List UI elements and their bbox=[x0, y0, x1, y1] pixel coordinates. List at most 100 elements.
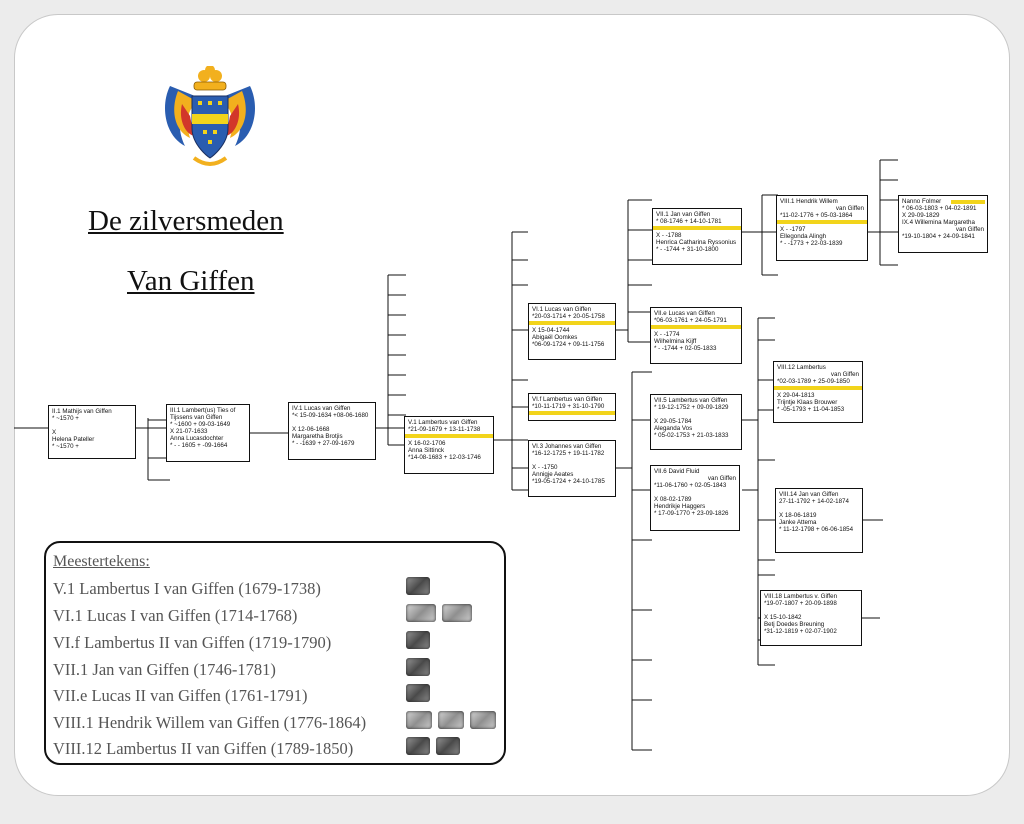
person-line: *06-09-1724 + 09-11-1756 bbox=[532, 341, 605, 348]
person-line: *21-09-1679 + 13-11-1738 bbox=[408, 426, 481, 433]
person-line: *11-02-1776 + 05-03-1864 bbox=[780, 212, 853, 219]
person-line: van Giffen bbox=[835, 205, 864, 212]
person-line bbox=[779, 505, 859, 512]
silver-mark-icon bbox=[406, 737, 430, 755]
person-line: VI.1 Lucas van Giffen bbox=[532, 306, 592, 313]
person-line: X 15-10-1842 bbox=[764, 614, 802, 621]
person-line: * 17-09-1770 + 23-09-1826 bbox=[654, 510, 729, 517]
person-line: *19-07-1807 + 20-09-1898 bbox=[764, 600, 837, 607]
person-box-vii1: VII.1 Jan van Giffen* 08-1746 + 14-10-17… bbox=[652, 208, 742, 265]
person-line bbox=[764, 607, 858, 614]
person-line: Henrica Catharina Ryssonius bbox=[656, 239, 737, 246]
person-box-vif: VI.f Lambertus van Giffen*10-11-1719 + 3… bbox=[528, 393, 616, 421]
person-line: Margaretha Brotjis bbox=[292, 433, 343, 440]
person-box-vi1: VI.1 Lucas van Giffen*20-03-1714 + 20-05… bbox=[528, 303, 616, 360]
silver-mark-icon bbox=[438, 711, 464, 729]
person-line: * ~1600 + 09-03-1649 bbox=[170, 421, 231, 428]
title-line-1: De zilversmeden bbox=[88, 205, 284, 237]
person-line: X 18-06-1819 bbox=[779, 512, 817, 519]
person-line: VIII.18 Lambertus v. Giffen bbox=[764, 593, 838, 600]
person-line: * 11-12-1798 + 06-06-1854 bbox=[779, 526, 854, 533]
person-line: X 29-09-1829 bbox=[902, 212, 940, 219]
person-line: Tijssens van Giffen bbox=[170, 414, 223, 421]
person-line: X 12-06-1668 bbox=[292, 426, 330, 433]
silver-mark-icon bbox=[470, 711, 496, 729]
person-line: Anna Sittinck bbox=[408, 447, 445, 454]
person-box-vii5: VII.5 Lambertus van Giffen* 19-12-1752 +… bbox=[650, 394, 742, 450]
person-line bbox=[532, 457, 612, 464]
person-line bbox=[654, 489, 736, 496]
person-line: VIII.1 Hendrik Willem bbox=[780, 198, 838, 205]
person-line: Annigje Aeates bbox=[532, 471, 574, 478]
person-line: X 08-02-1789 bbox=[654, 496, 692, 503]
silver-mark-icon bbox=[406, 711, 432, 729]
silversmith-highlight-mark bbox=[951, 200, 985, 204]
person-line: X 15-04-1744 bbox=[532, 327, 570, 334]
person-line: *< 15-09-1634 +08-06-1680 bbox=[292, 412, 369, 419]
person-line: Nanno Folmer bbox=[902, 198, 942, 205]
person-line: *11-06-1760 + 02-05-1843 bbox=[654, 482, 727, 489]
person-box-v1: V.1 Lambertus van Giffen*21-09-1679 + 13… bbox=[404, 416, 494, 474]
legend-row: V.1 Lambertus I van Giffen (1679-1738) bbox=[53, 579, 321, 598]
person-line: * 05-02-1753 + 21-03-1833 bbox=[654, 432, 729, 439]
person-line: Hendrikje Haggers bbox=[654, 503, 706, 510]
person-line: IV.1 Lucas van Giffen bbox=[292, 405, 351, 412]
person-line: Wilhelmina Kijff bbox=[654, 338, 697, 345]
person-line: X - -1788 bbox=[656, 232, 682, 239]
person-line: X - -1750 bbox=[532, 464, 558, 471]
person-line: VI.f Lambertus van Giffen bbox=[532, 396, 603, 403]
person-line: VII.5 Lambertus van Giffen bbox=[654, 397, 728, 404]
legend-row: VI.f Lambertus II van Giffen (1719-1790) bbox=[53, 633, 332, 652]
person-line: * 08-1746 + 14-10-1781 bbox=[656, 218, 722, 225]
person-line: * - -1773 + 22-03-1839 bbox=[780, 240, 843, 247]
person-line: Abigaël Oomkes bbox=[532, 334, 578, 341]
legend-row: VIII.1 Hendrik Willem van Giffen (1776-1… bbox=[53, 713, 367, 732]
person-box-viii18: VIII.18 Lambertus v. Giffen*19-07-1807 +… bbox=[760, 590, 862, 646]
person-line: X 16-02-1706 bbox=[408, 440, 446, 447]
person-box-ix4: Nanno Folmer* 06-03-1803 + 04-02-1891 X … bbox=[898, 195, 988, 253]
person-line bbox=[292, 419, 372, 426]
silversmith-highlight-mark bbox=[529, 411, 615, 415]
person-line: van Giffen bbox=[955, 226, 984, 233]
legend-row: VII.e Lucas II van Giffen (1761-1791) bbox=[53, 686, 308, 705]
person-line: II.1 Mathijs van Giffen bbox=[52, 408, 112, 415]
person-line: VII.1 Jan van Giffen bbox=[656, 211, 711, 218]
person-line: *20-03-1714 + 20-05-1758 bbox=[532, 313, 605, 320]
master-marks-legend: Meestertekens: V.1 Lambertus I van Giffe… bbox=[44, 541, 506, 765]
person-box-viie: VII.e Lucas van Giffen*06-03-1761 + 24-0… bbox=[650, 307, 742, 364]
silversmith-highlight-mark bbox=[405, 434, 493, 438]
person-line bbox=[654, 411, 738, 418]
person-line: * 06-03-1803 + 04-02-1891 bbox=[902, 205, 977, 212]
person-line: VII.e Lucas van Giffen bbox=[654, 310, 715, 317]
person-box-iv1: IV.1 Lucas van Giffen*< 15-09-1634 +08-0… bbox=[288, 402, 376, 460]
person-line: III.1 Lambert(us) Ties of bbox=[170, 407, 236, 414]
legend-title: Meestertekens: bbox=[53, 553, 150, 570]
person-line: van Giffen bbox=[830, 371, 859, 378]
person-line: X 21-07-1633 bbox=[170, 428, 208, 435]
person-line: *10-11-1719 + 31-10-1790 bbox=[532, 403, 605, 410]
person-line: VIII.12 Lambertus bbox=[777, 364, 826, 371]
person-line: * 19-12-1752 + 09-09-1829 bbox=[654, 404, 729, 411]
person-box-vi3: VI.3 Johannes van Giffen*16-12-1725 + 19… bbox=[528, 440, 616, 497]
person-line: Aleganda Vos bbox=[654, 425, 693, 432]
silver-mark-icon bbox=[406, 658, 430, 676]
person-line: van Giffen bbox=[707, 475, 736, 482]
person-line: *14-08-1683 + 12-03-1746 bbox=[408, 454, 481, 461]
person-line: *02-03-1789 + 25-09-1850 bbox=[777, 378, 850, 385]
family-crest-icon bbox=[165, 66, 255, 166]
person-line: *06-03-1761 + 24-05-1791 bbox=[654, 317, 727, 324]
silversmith-highlight-mark bbox=[529, 321, 615, 325]
legend-row: VI.1 Lucas I van Giffen (1714-1768) bbox=[53, 606, 298, 625]
person-line: X 29-04-1813 bbox=[777, 392, 815, 399]
person-line: X - -1774 bbox=[654, 331, 680, 338]
person-line: IX.4 Willemina Margaretha bbox=[902, 219, 975, 226]
person-line: * - -1744 + 31-10-1800 bbox=[656, 246, 719, 253]
person-line: VII.6 David Fluid bbox=[654, 468, 700, 475]
person-line: Anna Lucasdochter bbox=[170, 435, 224, 442]
silver-mark-icon bbox=[436, 737, 460, 755]
person-line: Betj Doedes Breuning bbox=[764, 621, 825, 628]
person-line: 27-11-1792 + 14-02-1874 bbox=[779, 498, 849, 505]
